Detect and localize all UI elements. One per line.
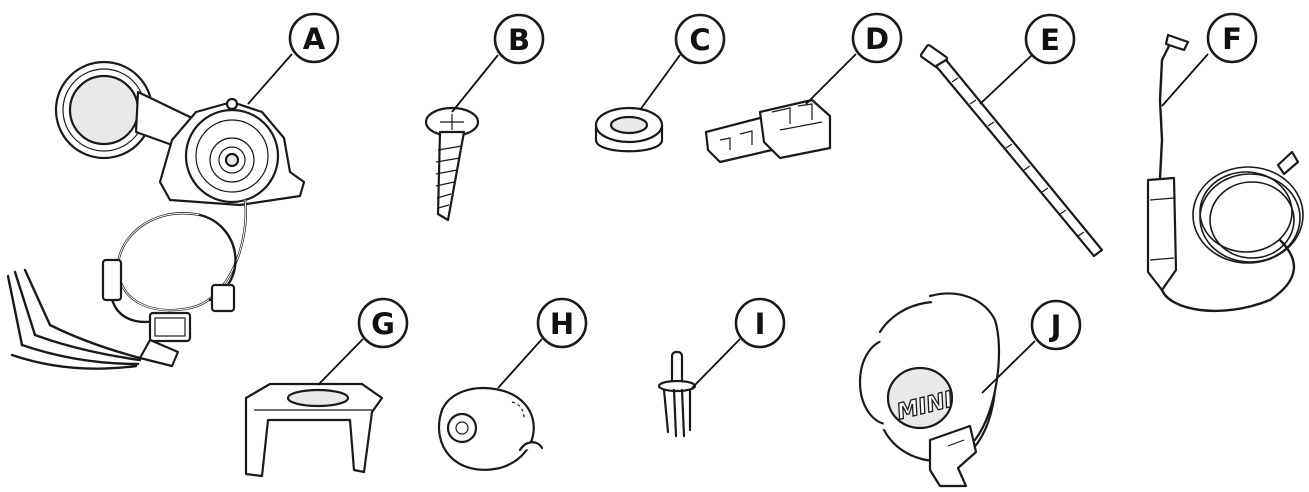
leader-e xyxy=(979,54,1033,105)
callout-h-letter: H xyxy=(550,307,574,341)
part-c-bushing xyxy=(594,106,664,153)
leader-lines xyxy=(247,53,1209,394)
callout-c: C xyxy=(674,13,726,65)
callout-a-letter: A xyxy=(303,22,326,56)
leader-f xyxy=(1161,53,1209,107)
part-e-cable-tie xyxy=(919,44,1104,258)
callout-b-letter: B xyxy=(508,23,530,57)
leader-a xyxy=(247,53,293,105)
callout-d-letter: D xyxy=(865,22,889,56)
leader-d xyxy=(805,53,857,105)
leader-b xyxy=(451,54,499,113)
callout-i: I xyxy=(734,297,786,349)
part-j-logo-cap: MINI xyxy=(858,292,1001,488)
callout-f: F xyxy=(1206,12,1258,64)
part-h-cover-plate xyxy=(437,386,544,471)
callout-h: H xyxy=(536,297,588,349)
callout-j: J xyxy=(1030,299,1082,351)
callout-j-letter: J xyxy=(1049,309,1062,343)
part-i-push-rivet xyxy=(657,350,697,438)
part-d-connector-clips xyxy=(704,98,832,164)
callout-f-letter: F xyxy=(1222,22,1242,56)
leader-i xyxy=(691,338,741,389)
callout-i-letter: I xyxy=(755,307,766,341)
leader-h xyxy=(497,338,543,389)
callout-e-letter: E xyxy=(1040,23,1060,57)
leader-c xyxy=(639,54,681,111)
part-f-antenna-cable xyxy=(1146,33,1304,313)
leader-j xyxy=(981,340,1036,394)
callout-b: B xyxy=(493,13,545,65)
callout-a: A xyxy=(288,12,340,64)
part-g-bracket xyxy=(244,382,384,478)
callout-g-letter: G xyxy=(371,307,395,341)
callout-g: G xyxy=(357,297,409,349)
part-b-screw xyxy=(424,106,480,222)
callout-e: E xyxy=(1024,13,1076,65)
callout-c-letter: C xyxy=(689,23,710,57)
part-a-speaker-harness xyxy=(6,60,306,370)
callout-d: D xyxy=(851,12,903,64)
leader-g xyxy=(317,338,364,386)
